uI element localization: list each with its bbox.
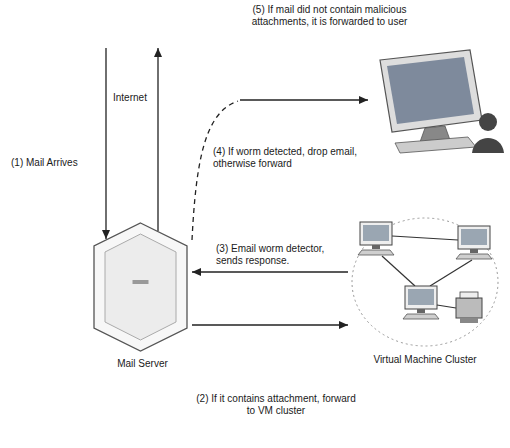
step-note: (1) Mail Arrives [10, 157, 79, 169]
edge-label: (2) If it contains attachment, forward t… [190, 393, 362, 417]
step-note: (4) If worm detected, drop email, otherw… [212, 146, 364, 170]
vm-cluster [352, 218, 498, 346]
vm-cluster-node: Virtual Machine Cluster [348, 215, 502, 368]
server-shape [93, 222, 188, 352]
flow-arrow [192, 324, 348, 325]
user-computer [380, 50, 504, 153]
mail-server: Mail Server [93, 222, 192, 372]
node-label: Mail Server [93, 358, 192, 370]
edge-label: (3) Email worm detector, sends response. [215, 243, 352, 267]
dashed-curve [192, 101, 238, 240]
outgoing-arrow [157, 48, 158, 231]
node-label: Virtual Machine Cluster [348, 354, 502, 366]
step-note: (5) If mail did not contain malicious at… [236, 4, 423, 28]
flow-arrow [192, 271, 348, 272]
internet-label: Internet [112, 92, 148, 104]
forward-arrow [240, 99, 368, 100]
incoming-arrow [105, 48, 106, 239]
